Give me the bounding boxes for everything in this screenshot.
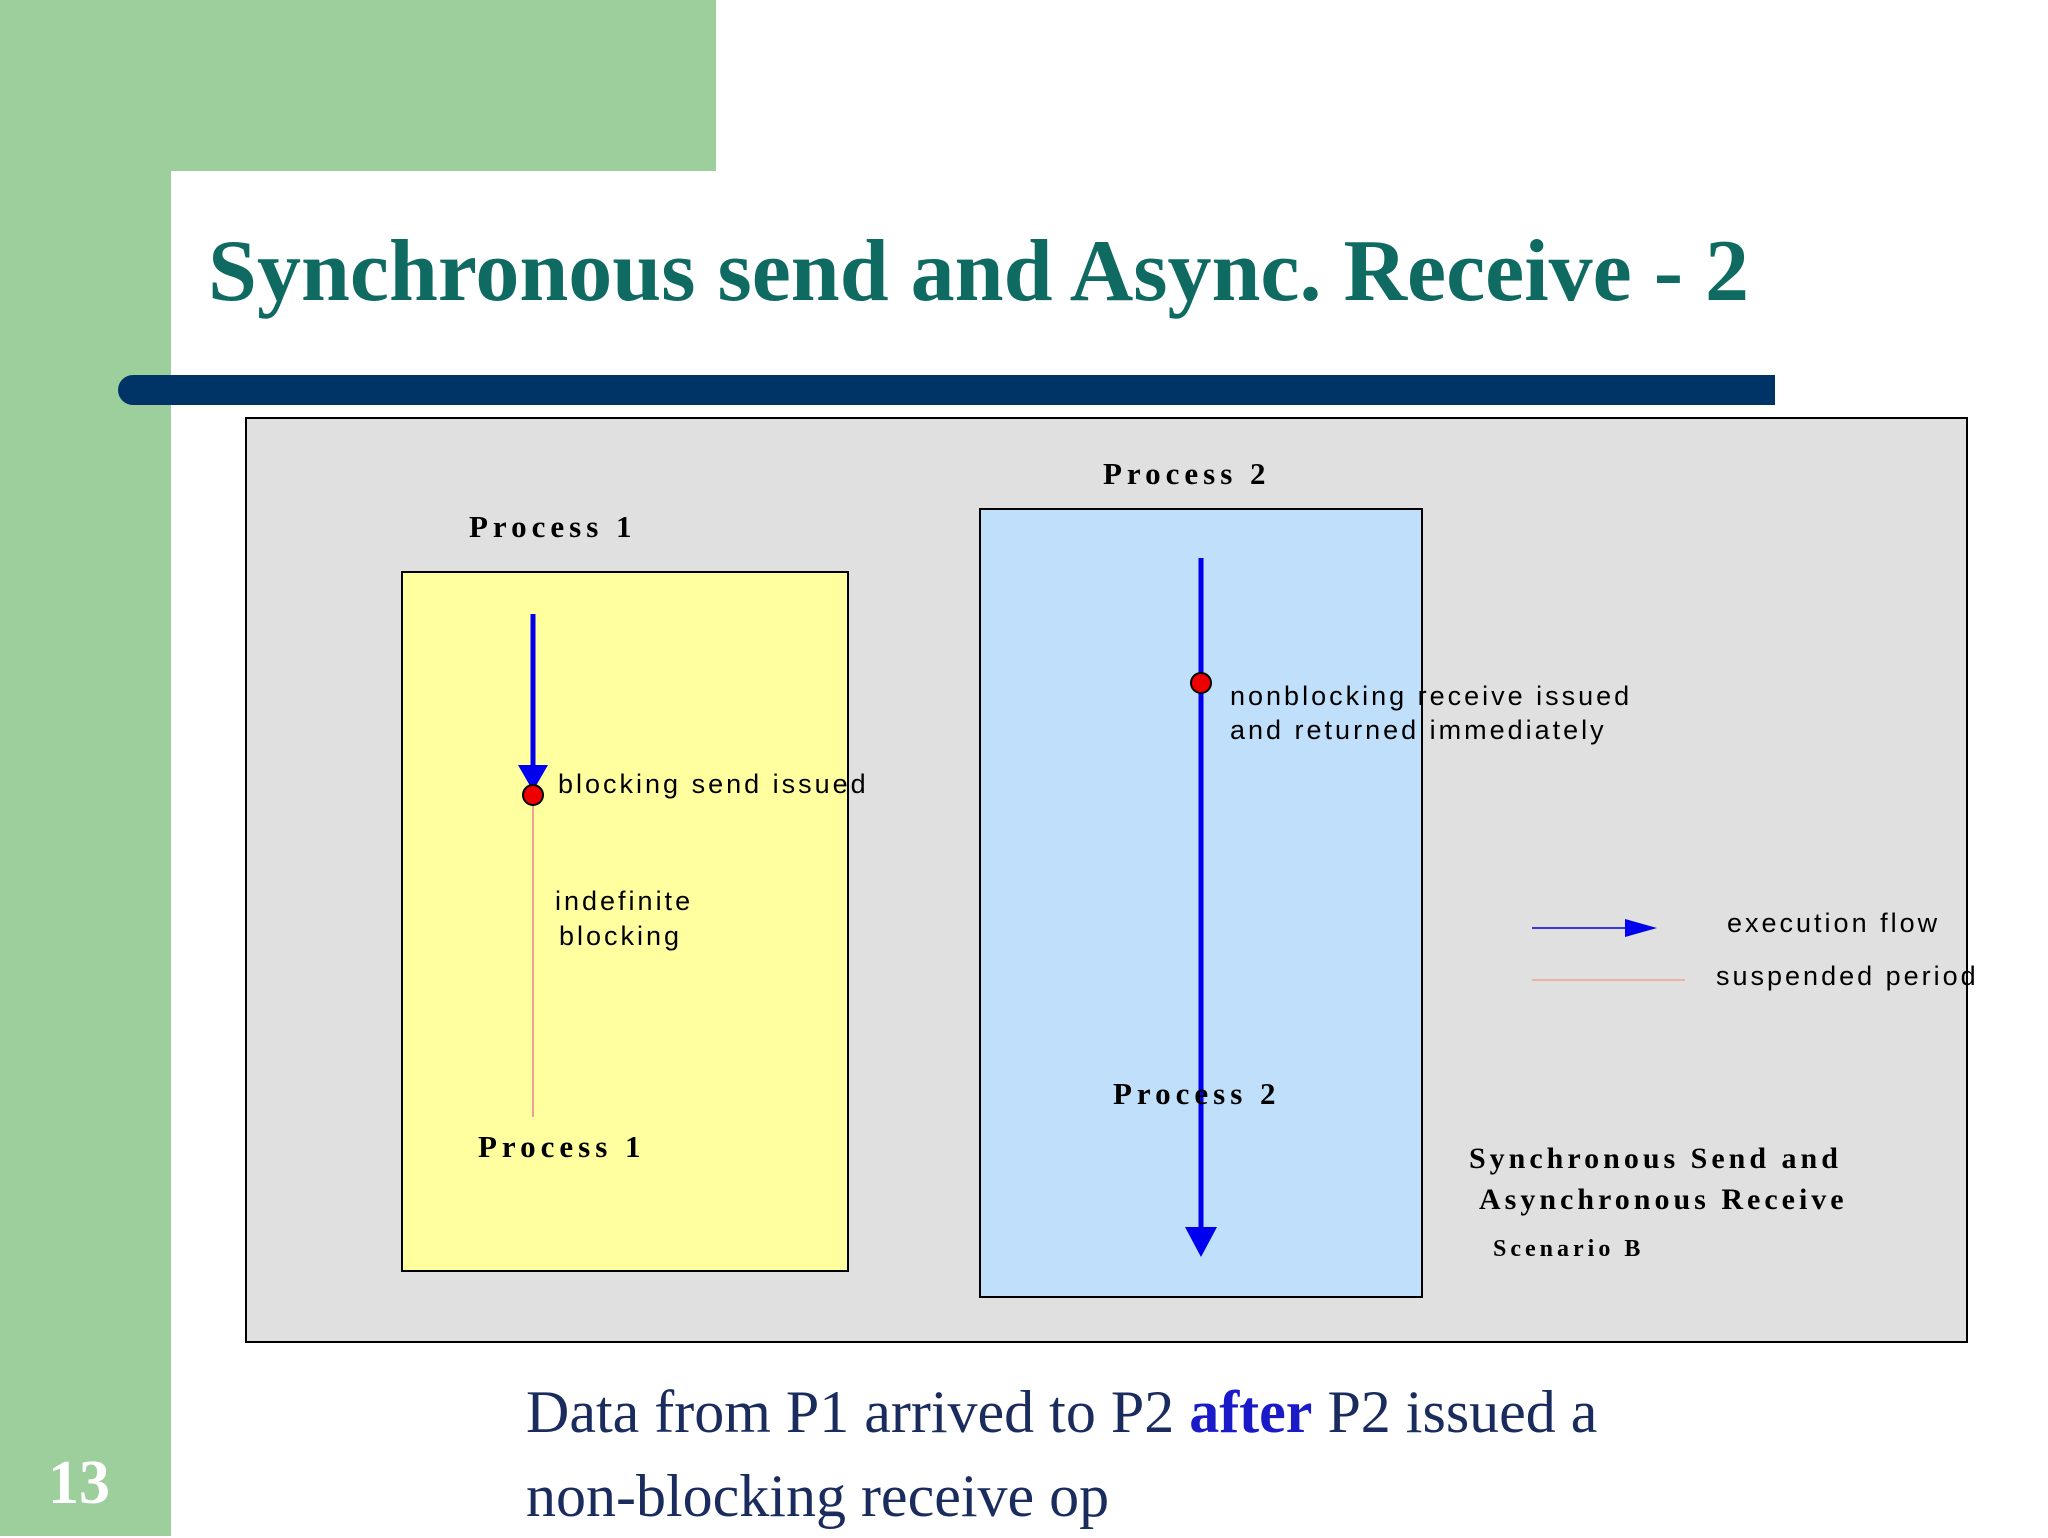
title-underline-bar bbox=[118, 375, 1775, 405]
process2-arrowhead bbox=[1185, 1227, 1217, 1257]
diagram-canvas bbox=[401, 508, 1685, 1298]
slide-title: Synchronous send and Async. Receive - 2 bbox=[208, 223, 1750, 320]
caption-part2: P2 issued a bbox=[1312, 1379, 1598, 1445]
process1-box bbox=[401, 571, 849, 1272]
scenario-title-line1: Synchronous Send and bbox=[1469, 1142, 1842, 1175]
side-band bbox=[0, 0, 171, 1536]
caption-line2: non-blocking receive op bbox=[526, 1463, 1110, 1529]
top-band bbox=[0, 0, 716, 171]
caption-emphasis: after bbox=[1189, 1379, 1313, 1445]
diagram-panel: Process 1 Process 1 Process 2 Process 2 … bbox=[245, 417, 1976, 1343]
blocking-send-dot bbox=[522, 784, 544, 806]
nonblocking-label-line1: nonblocking receive issued bbox=[1230, 681, 1633, 711]
page-number: 13 bbox=[48, 1449, 110, 1517]
process1-label-bottom: Process 1 bbox=[478, 1129, 646, 1164]
scenario-subtitle: Scenario B bbox=[1493, 1236, 1645, 1262]
legend-execution-label: execution flow bbox=[1727, 908, 1941, 938]
slide-caption: Data from P1 arrived to P2 after P2 issu… bbox=[526, 1370, 1926, 1538]
scenario-title-line2: Asynchronous Receive bbox=[1479, 1183, 1848, 1216]
nonblocking-label-line2: and returned immediately bbox=[1230, 715, 1607, 745]
nonblocking-receive-dot bbox=[1190, 672, 1212, 694]
blocking-send-label: blocking send issued bbox=[558, 769, 869, 799]
legend-execution-arrowhead bbox=[1625, 919, 1657, 937]
process1-label-top: Process 1 bbox=[469, 509, 637, 544]
indefinite-label-line1: indefinite bbox=[555, 886, 694, 916]
indefinite-label-line2: blocking bbox=[559, 921, 683, 951]
caption-part1: Data from P1 arrived to P2 bbox=[526, 1379, 1190, 1445]
process2-label-bottom: Process 2 bbox=[1113, 1076, 1281, 1111]
process1-arrowhead bbox=[518, 765, 548, 791]
legend-suspended-label: suspended period bbox=[1716, 961, 1979, 991]
process2-label-top: Process 2 bbox=[1103, 456, 1271, 491]
